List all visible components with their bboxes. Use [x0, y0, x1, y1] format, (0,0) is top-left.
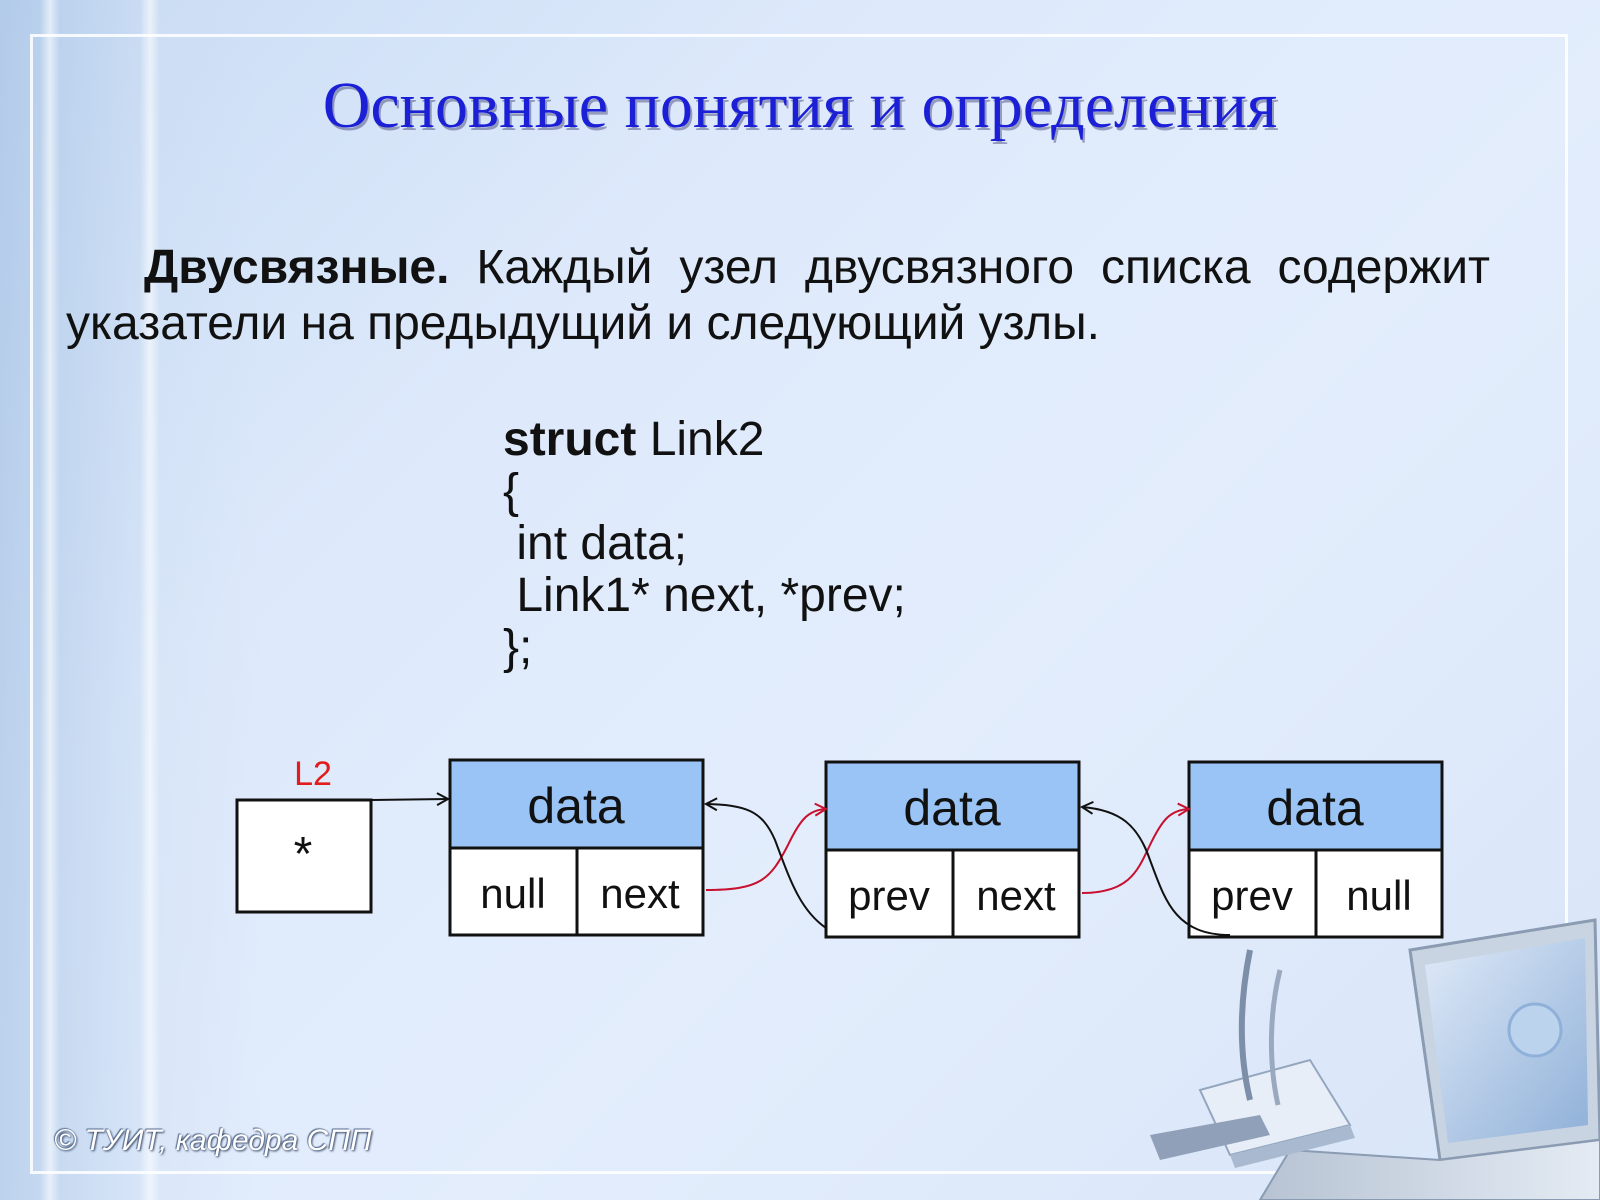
list-node: data prev next: [824, 760, 1081, 939]
code-line: Link1* next, *prev;: [503, 569, 906, 622]
node-data-label: data: [1266, 780, 1364, 836]
definition-text: Каждый узел двусвязного списка содержит …: [66, 241, 1490, 350]
node-right-label: null: [1346, 872, 1411, 919]
prev-link-arrow: [1082, 807, 1231, 936]
definition-term: Двусвязные.: [144, 241, 450, 294]
pointer-label: L2: [294, 755, 332, 793]
node-data-label: data: [903, 780, 1001, 836]
node-data-label: data: [527, 778, 625, 834]
node-prev-cell: [1187, 848, 1318, 939]
node-next-cell: [575, 846, 705, 937]
node-left-label: prev: [848, 872, 930, 919]
pointer-arrow: [370, 799, 448, 800]
node-right-label: next: [600, 870, 680, 917]
node-right-label: next: [976, 872, 1056, 919]
next-link-arrow: [1081, 809, 1189, 894]
list-node: data prev null: [1187, 760, 1444, 939]
node-next-cell: [1314, 848, 1444, 939]
code-line: };: [503, 621, 533, 674]
node-data-cell: [1187, 760, 1444, 852]
pointer-box: [235, 798, 373, 914]
code-line: {: [503, 465, 520, 518]
footer-copyright: © ТУИТ, кафедра СПП: [54, 1124, 372, 1157]
code-block: struct Link2 { int data; Link1* next, *p…: [503, 414, 906, 674]
pointer-value: *: [294, 828, 313, 881]
code-keyword: struct: [503, 413, 637, 466]
code-line: int data;: [503, 517, 688, 570]
code-line-struct: struct Link2: [503, 414, 906, 466]
node-left-label: prev: [1211, 872, 1293, 919]
node-next-cell: [951, 848, 1081, 939]
node-left-label: null: [480, 870, 545, 917]
node-prev-cell: [824, 848, 955, 939]
node-prev-cell: [448, 846, 579, 937]
background-column: [140, 0, 160, 1200]
list-node: data null next: [448, 758, 705, 937]
prev-link-arrow: [706, 804, 827, 929]
code-struct-name: Link2: [636, 413, 765, 466]
slide-frame: [30, 34, 1568, 1174]
laptop-book-illustration: [1150, 918, 1600, 1200]
next-link-arrow: [705, 809, 826, 891]
node-data-cell: [824, 760, 1081, 852]
background-column: [40, 0, 60, 1200]
node-data-cell: [448, 758, 705, 850]
slide-title: Основные понятия и определения: [322, 69, 1278, 142]
definition-paragraph: Двусвязные. Каждый узел двусвязного спис…: [66, 240, 1490, 352]
